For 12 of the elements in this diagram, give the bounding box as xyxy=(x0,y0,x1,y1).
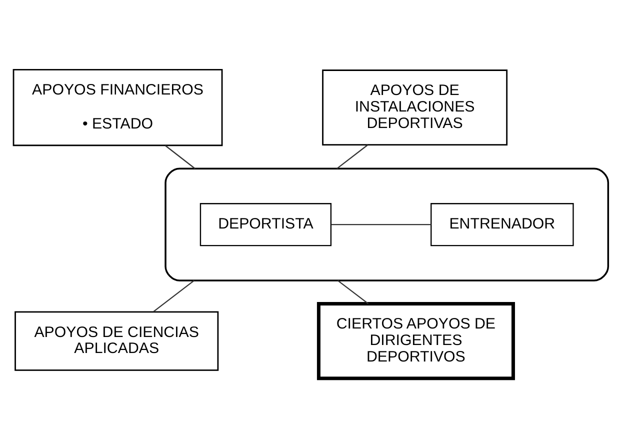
connector xyxy=(153,280,195,312)
connector xyxy=(165,144,196,169)
connector xyxy=(331,224,432,225)
node-box: APOYOS DE CIENCIAS APLICADAS xyxy=(14,310,219,370)
node-box: APOYOS FINANCIEROS • ESTADO xyxy=(12,68,223,146)
node-box: CIERTOS APOYOS DE DIRIGENTES DEPORTIVOS xyxy=(316,302,515,380)
connector xyxy=(336,144,368,169)
connector xyxy=(337,280,369,304)
cluster xyxy=(164,167,610,281)
node-box: APOYOS DE INSTALACIONES DEPORTIVAS xyxy=(322,69,508,145)
node-box: ENTRENADOR xyxy=(430,202,574,246)
node-box: DEPORTISTA xyxy=(200,202,332,246)
